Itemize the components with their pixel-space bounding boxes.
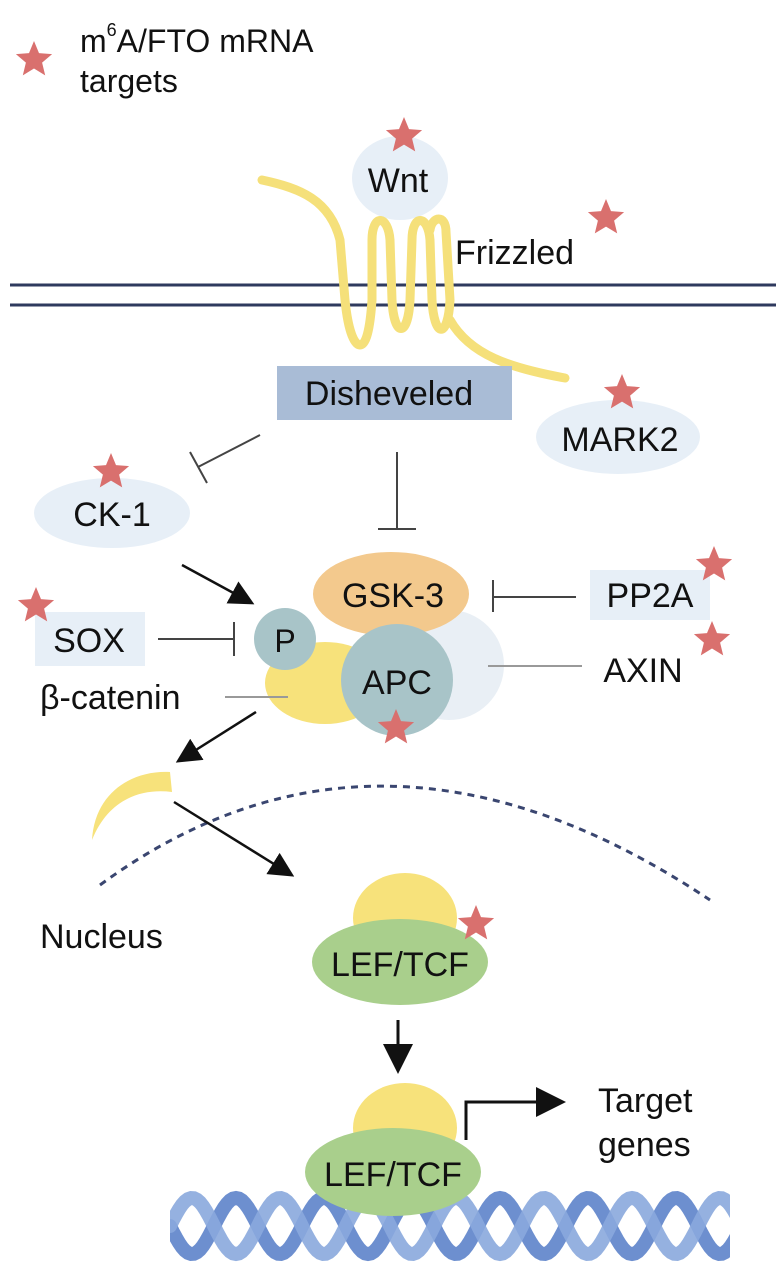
inhibit-disheveled-ck1 [189,434,261,484]
star-icon-sox [17,587,55,622]
sox-label: SOX [53,622,125,660]
wnt-ligand [352,136,448,220]
mark2-ellipse [536,400,700,474]
star-icon-ck1 [92,453,130,488]
apc-label: APC [362,664,432,702]
disheveled-label: Disheveled [305,375,473,413]
star-icon-pp2a [695,546,733,581]
phospho-label: P [274,623,295,659]
gsk3-label: GSK-3 [342,577,444,615]
ck1-ellipse [34,478,190,548]
wnt-label: Wnt [368,162,429,200]
frizzled-label: Frizzled [455,234,574,272]
star-icon-wnt [385,117,423,152]
pp2a-label: PP2A [607,577,694,615]
gsk3-ellipse [313,552,469,636]
arrow-transcription [464,1087,566,1140]
disheveled-box [277,366,512,420]
lef-tcf-2-label: LEF/TCF [324,1156,462,1194]
nucleus-envelope [99,784,711,902]
mark2-label: MARK2 [561,421,678,459]
lef-tcf-2-ellipse [305,1128,481,1216]
legend-star-icon [15,41,53,76]
ck1-label: CK-1 [73,496,150,534]
nucleus-label: Nucleus [40,918,163,956]
star-icon-frizzled [587,199,625,234]
inhibit-sox-phospho [158,622,235,656]
star-icon-lef-tcf [457,905,495,940]
pp2a-box [590,570,710,620]
frizzled-receptor [257,175,570,383]
arrow-ck1-phospho [181,563,255,605]
star-icon-apc [377,709,415,744]
sox-box [35,612,145,666]
arrow-complex-beta-catenin [175,710,257,763]
free-beta-catenin [92,771,172,840]
phospho-circle [254,608,316,670]
target-genes-label-1: Target [598,1082,693,1120]
legend-subtitle: targets [80,63,178,99]
legend-title: m6A/FTO mRNA [80,20,314,59]
legend: m6A/FTO mRNA targets [15,20,314,99]
beta-catenin-label: β-catenin [40,679,181,717]
dna-helix [170,1190,730,1262]
lef-tcf-1-label: LEF/TCF [331,946,469,984]
axin-label: AXIN [603,652,682,690]
lef-tcf-1-ellipse [312,919,488,1005]
inhibit-pp2a-gsk3 [492,580,576,612]
star-icon-mark2 [603,374,641,409]
inhibit-disheveled-gsk3 [378,452,416,530]
target-genes-label-2: genes [598,1126,691,1164]
arrow-beta-catenin-nucleus [173,800,295,877]
star-icon-axin [693,621,731,656]
destruction-complex [254,552,504,736]
apc-circle [341,624,453,736]
